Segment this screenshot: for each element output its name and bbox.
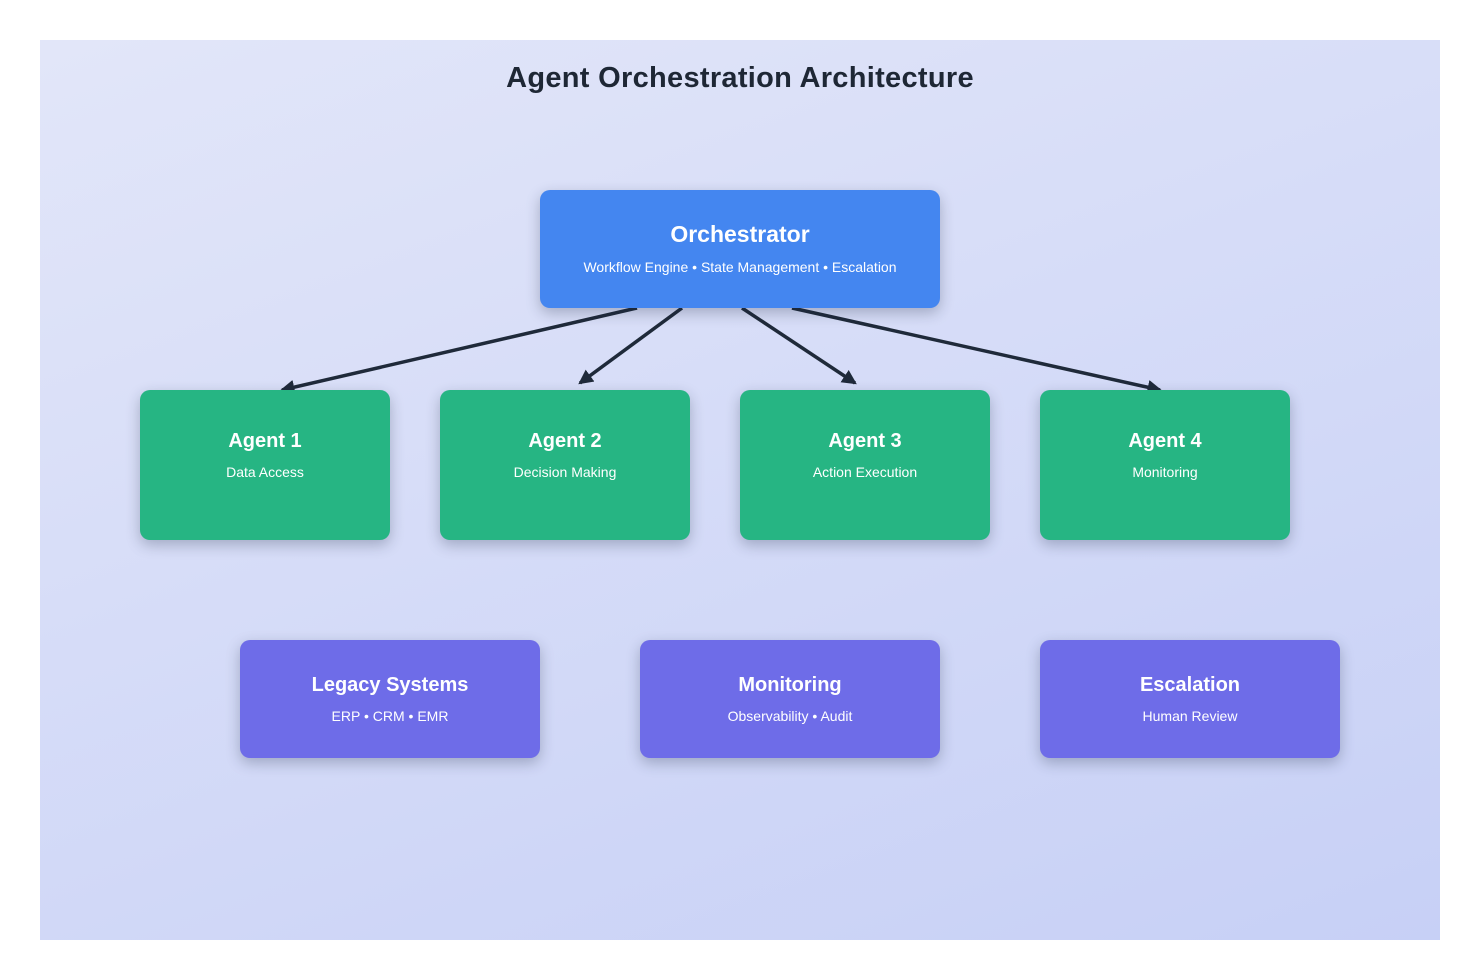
agent-2-title: Agent 2 (528, 429, 602, 452)
legacy-systems-subtitle: ERP • CRM • EMR (331, 707, 449, 724)
monitoring-node: Monitoring Observability • Audit (640, 640, 940, 758)
agent-3-node: Agent 3 Action Execution (740, 390, 990, 540)
escalation-node: Escalation Human Review (1040, 640, 1340, 758)
agent-2-subtitle: Decision Making (513, 463, 617, 480)
monitoring-subtitle: Observability • Audit (727, 707, 853, 724)
diagram-panel: Agent Orchestration Architecture Orchest… (40, 40, 1440, 940)
agent-1-node: Agent 1 Data Access (140, 390, 390, 540)
arrow-orchestrator-to-agent-1 (279, 306, 638, 395)
agent-1-subtitle: Data Access (226, 463, 304, 480)
agent-1-title: Agent 1 (228, 429, 302, 452)
orchestrator-subtitle: Workflow Engine • State Management • Esc… (583, 259, 897, 276)
orchestrator-title: Orchestrator (670, 220, 810, 247)
agent-4-title: Agent 4 (1128, 429, 1202, 452)
agent-4-node: Agent 4 Monitoring (1040, 390, 1290, 540)
legacy-systems-title: Legacy Systems (311, 673, 469, 696)
diagram-title: Agent Orchestration Architecture (506, 62, 974, 94)
legacy-systems-node: Legacy Systems ERP • CRM • EMR (240, 640, 540, 758)
arrow-orchestrator-to-agent-4 (791, 306, 1163, 395)
escalation-subtitle: Human Review (1142, 707, 1238, 724)
agent-3-title: Agent 3 (828, 429, 902, 452)
arrow-orchestrator-to-agent-2 (578, 306, 684, 385)
agent-3-subtitle: Action Execution (812, 463, 918, 480)
arrow-orchestrator-to-agent-3 (741, 306, 857, 385)
agent-2-node: Agent 2 Decision Making (440, 390, 690, 540)
monitoring-title: Monitoring (738, 673, 842, 696)
orchestrator-node: Orchestrator Workflow Engine • State Man… (540, 190, 940, 308)
agent-4-subtitle: Monitoring (1132, 463, 1198, 480)
escalation-title: Escalation (1139, 673, 1241, 696)
